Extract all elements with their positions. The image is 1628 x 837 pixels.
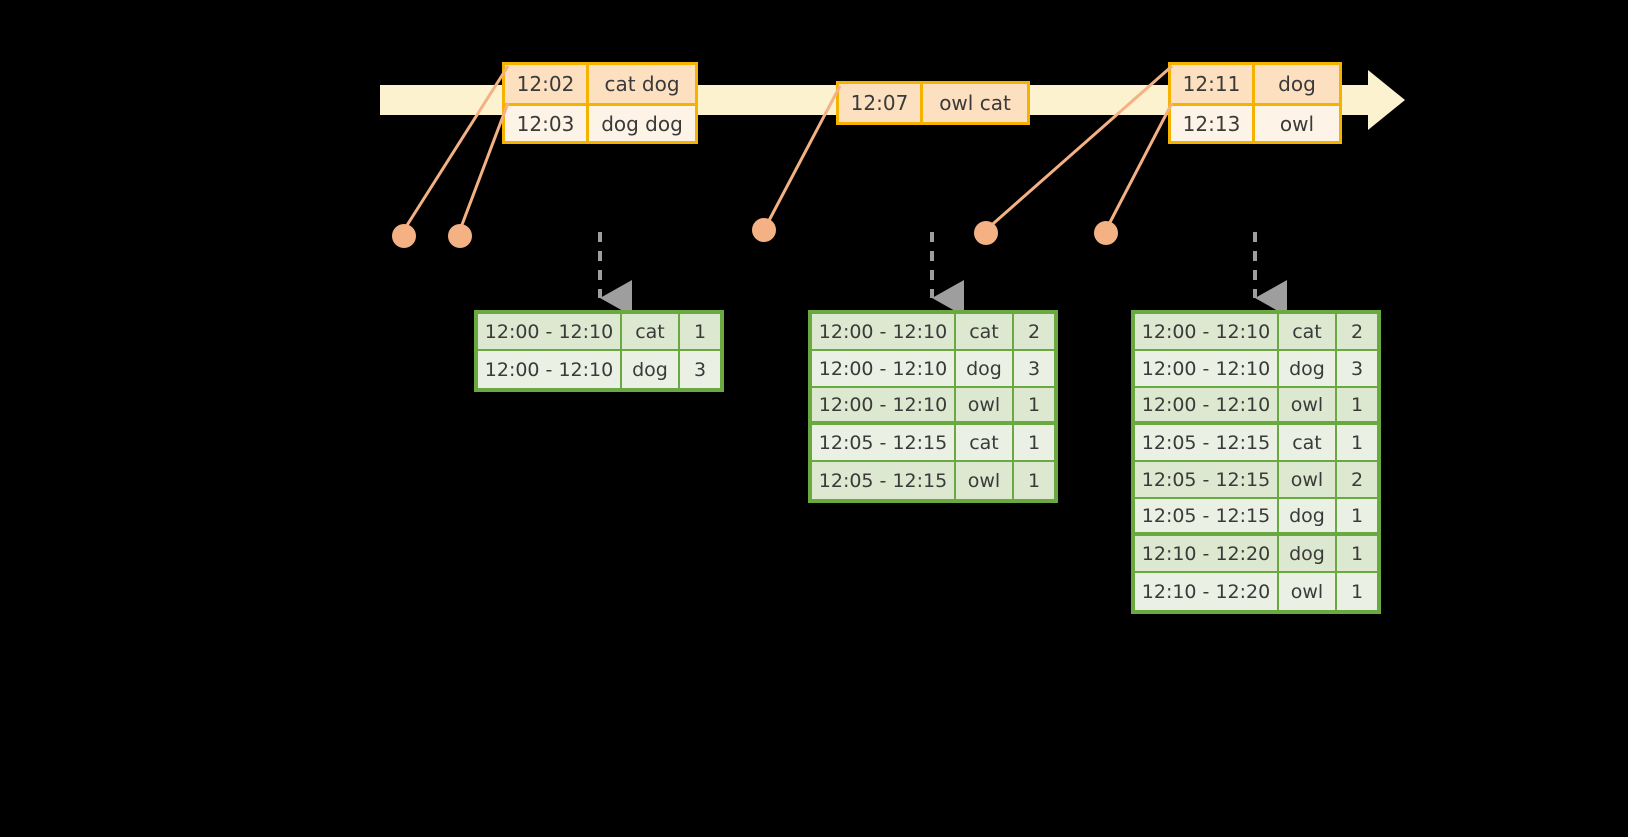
- event-group-2: 12:07 owl cat: [836, 81, 1030, 125]
- cell-key: dog: [1279, 536, 1337, 573]
- cell-count: 2: [1337, 462, 1377, 499]
- cell-key: cat: [956, 425, 1014, 462]
- cell-key: owl: [956, 462, 1014, 499]
- connector-dot-icon: [448, 224, 472, 248]
- cell-window: 12:05 - 12:15: [812, 462, 956, 499]
- event-row: 12:03 dog dog: [505, 103, 695, 141]
- event-row: 12:11 dog: [1171, 65, 1339, 103]
- cell-key: cat: [1279, 314, 1337, 351]
- cell-window: 12:05 - 12:15: [1135, 462, 1279, 499]
- cell-count: 1: [1337, 425, 1377, 462]
- cell-key: dog: [1279, 499, 1337, 536]
- cell-window: 12:00 - 12:10: [478, 351, 622, 388]
- cell-key: owl: [956, 388, 1014, 425]
- cell-window: 12:10 - 12:20: [1135, 573, 1279, 610]
- cell-count: 3: [1014, 351, 1054, 388]
- event-time: 12:07: [839, 84, 923, 122]
- cell-key: owl: [1279, 462, 1337, 499]
- connector-dot-icon: [392, 224, 416, 248]
- event-time: 12:03: [505, 106, 589, 141]
- cell-window: 12:00 - 12:10: [812, 351, 956, 388]
- connector-line: [1104, 102, 1174, 231]
- cell-window: 12:00 - 12:10: [1135, 314, 1279, 351]
- cell-window: 12:00 - 12:10: [478, 314, 622, 351]
- cell-window: 12:10 - 12:20: [1135, 536, 1279, 573]
- connector-line: [458, 102, 510, 231]
- connector-dot-icon: [752, 218, 776, 242]
- connector-dots: [392, 218, 1118, 248]
- connector-dot-icon: [1094, 221, 1118, 245]
- cell-key: cat: [956, 314, 1014, 351]
- cell-count: 3: [693, 358, 707, 381]
- cell-window: 12:05 - 12:15: [1135, 499, 1279, 536]
- cell-count: 2: [1014, 314, 1054, 351]
- cell-window: 12:05 - 12:15: [1135, 425, 1279, 462]
- cell-count: 1: [1350, 580, 1364, 603]
- cell-count: 1: [680, 314, 720, 351]
- cell-key: dog: [622, 351, 680, 388]
- event-time: 12:02: [505, 65, 589, 103]
- event-row: 12:02 cat dog: [505, 65, 695, 103]
- cell-key: cat: [1279, 425, 1337, 462]
- event-value: dog: [1278, 72, 1316, 96]
- cell-key: dog: [956, 351, 1014, 388]
- event-time: 12:11: [1171, 65, 1255, 103]
- event-group-1: 12:02 cat dog 12:03 dog dog: [502, 62, 698, 144]
- cell-key: cat: [622, 314, 680, 351]
- event-row: 12:07 owl cat: [839, 84, 1027, 122]
- cell-window: 12:05 - 12:15: [812, 425, 956, 462]
- cell-window: 12:00 - 12:10: [1135, 351, 1279, 388]
- cell-count: 1: [1027, 469, 1041, 492]
- cell-window: 12:00 - 12:10: [812, 314, 956, 351]
- cell-window: 12:00 - 12:10: [1135, 388, 1279, 425]
- cell-key: dog: [1279, 351, 1337, 388]
- event-value: cat dog: [604, 72, 680, 96]
- event-time: 12:13: [1171, 106, 1255, 141]
- cell-key: owl: [1279, 388, 1337, 425]
- connector-dot-icon: [974, 221, 998, 245]
- cell-count: 3: [1337, 351, 1377, 388]
- event-value: owl cat: [939, 91, 1011, 115]
- cell-count: 1: [1014, 425, 1054, 462]
- down-arrows: [598, 232, 1287, 316]
- cell-count: 1: [1337, 536, 1377, 573]
- cell-key: owl: [1279, 573, 1337, 610]
- cell-count: 2: [1337, 314, 1377, 351]
- event-group-3: 12:11 dog 12:13 owl: [1168, 62, 1342, 144]
- event-value: owl: [1279, 111, 1315, 136]
- cell-count: 1: [1014, 388, 1054, 425]
- event-row: 12:13 owl: [1171, 103, 1339, 141]
- timeline-arrowhead-icon: [1368, 70, 1405, 130]
- cell-window: 12:00 - 12:10: [812, 388, 956, 425]
- cell-count: 1: [1337, 499, 1377, 536]
- event-value: dog dog: [601, 111, 683, 136]
- cell-count: 1: [1337, 388, 1377, 425]
